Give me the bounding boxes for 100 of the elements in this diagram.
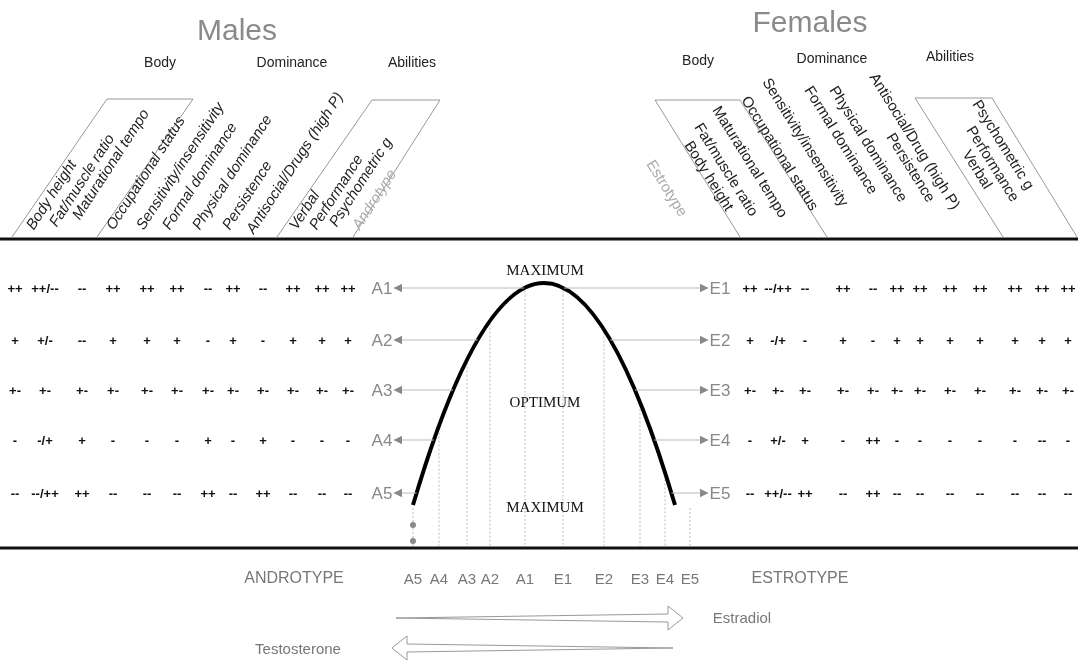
row-label: A4	[371, 431, 393, 449]
rating-value: -	[840, 433, 846, 447]
zone-label: MAXIMUM	[506, 262, 584, 278]
rating-value: +	[916, 333, 924, 347]
rating-value: +	[839, 333, 847, 347]
rating-value: +	[78, 433, 86, 447]
rating-value: -	[144, 433, 150, 447]
row-label: A2	[371, 331, 393, 349]
row-label: E1	[709, 279, 731, 297]
rating-value: +-	[744, 383, 756, 397]
rating-value: -	[894, 433, 900, 447]
rating-value: ++	[340, 281, 356, 295]
zone-label: MAXIMUM	[506, 499, 584, 515]
category-label: Dominance	[796, 51, 868, 65]
rating-value: ++	[285, 281, 301, 295]
category-label: Body	[144, 55, 176, 69]
rating-value: ++	[865, 486, 881, 500]
rating-value: --	[868, 281, 878, 295]
rating-value: -	[977, 433, 983, 447]
hormone-label: Testosterone	[255, 640, 341, 656]
rating-value: ++	[742, 281, 758, 295]
rating-value: +/-	[770, 433, 786, 447]
group-title: Females	[752, 7, 868, 37]
row-label: E3	[709, 381, 731, 399]
rating-value: +	[259, 433, 267, 447]
axis-label: E3	[630, 570, 650, 586]
rating-value: +/-	[37, 333, 53, 347]
rating-value: +	[143, 333, 151, 347]
rating-value: --	[1037, 433, 1047, 447]
rating-value: -	[1012, 433, 1018, 447]
rating-value: --	[945, 486, 955, 500]
arrow	[609, 335, 709, 345]
rating-value: --	[77, 333, 87, 347]
row-label: E4	[709, 431, 731, 449]
rating-value: -	[947, 433, 953, 447]
category-label: Abilities	[387, 55, 437, 69]
rating-value: +-	[227, 383, 239, 397]
rating-value: -	[870, 333, 876, 347]
arrow	[670, 488, 709, 498]
rating-value: +-	[342, 383, 354, 397]
axis-label: A5	[403, 570, 423, 586]
rating-value: -	[747, 433, 753, 447]
rating-value: +-	[39, 383, 51, 397]
rating-value: -	[110, 433, 116, 447]
rating-value: ++	[972, 281, 988, 295]
rating-value: -	[319, 433, 325, 447]
zone-label: OPTIMUM	[509, 394, 581, 410]
rating-value: --	[228, 486, 238, 500]
rating-value: --	[1037, 486, 1047, 500]
arrow	[393, 385, 454, 395]
rating-value: ++	[7, 281, 23, 295]
rating-value: +	[289, 333, 297, 347]
axis-label: A1	[515, 570, 535, 586]
rating-value: -/+	[37, 433, 53, 447]
axis-label: E4	[655, 570, 675, 586]
rating-value: --	[258, 281, 268, 295]
rating-value: --	[288, 486, 298, 500]
rating-value: +-	[944, 383, 956, 397]
rating-value: --	[800, 281, 810, 295]
rating-value: +-	[76, 383, 88, 397]
rating-value: +-	[1036, 383, 1048, 397]
rating-value: -	[260, 333, 266, 347]
rating-value: +	[173, 333, 181, 347]
category-label: Abilities	[925, 49, 975, 63]
rating-value: --	[892, 486, 902, 500]
rating-value: ++	[1060, 281, 1076, 295]
row-label: A3	[371, 381, 393, 399]
rating-value: +	[318, 333, 326, 347]
rating-value: +-	[171, 383, 183, 397]
arrow	[653, 435, 709, 445]
rating-value: ++	[200, 486, 216, 500]
rating-value: ++/--	[764, 486, 792, 500]
rating-value: ++	[942, 281, 958, 295]
rating-value: +-	[9, 383, 21, 397]
axis-label: ANDROTYPE	[244, 570, 344, 586]
rating-value: ++	[865, 433, 881, 447]
rating-value: --	[108, 486, 118, 500]
rating-value: +-	[1062, 383, 1074, 397]
rating-value: ++	[105, 281, 121, 295]
rating-value: --	[838, 486, 848, 500]
rating-value: ++	[912, 281, 928, 295]
arrow	[393, 488, 418, 498]
rating-value: ++	[225, 281, 241, 295]
rating-value: +-	[837, 383, 849, 397]
rating-value: ++	[255, 486, 271, 500]
arrow	[393, 335, 479, 345]
rating-value: ++/--	[31, 281, 59, 295]
rating-value: +-	[141, 383, 153, 397]
rating-value: --	[77, 281, 87, 295]
rating-value: +	[109, 333, 117, 347]
group-title: Males	[197, 15, 277, 45]
rating-value: -	[1065, 433, 1071, 447]
rating-value: --	[1010, 486, 1020, 500]
rating-value: --	[915, 486, 925, 500]
rating-value: -	[12, 433, 18, 447]
rating-value: +-	[202, 383, 214, 397]
rating-value: ++	[889, 281, 905, 295]
axis-label: ESTROTYPE	[751, 570, 849, 586]
rating-value: -	[290, 433, 296, 447]
axis-label: E2	[594, 570, 614, 586]
